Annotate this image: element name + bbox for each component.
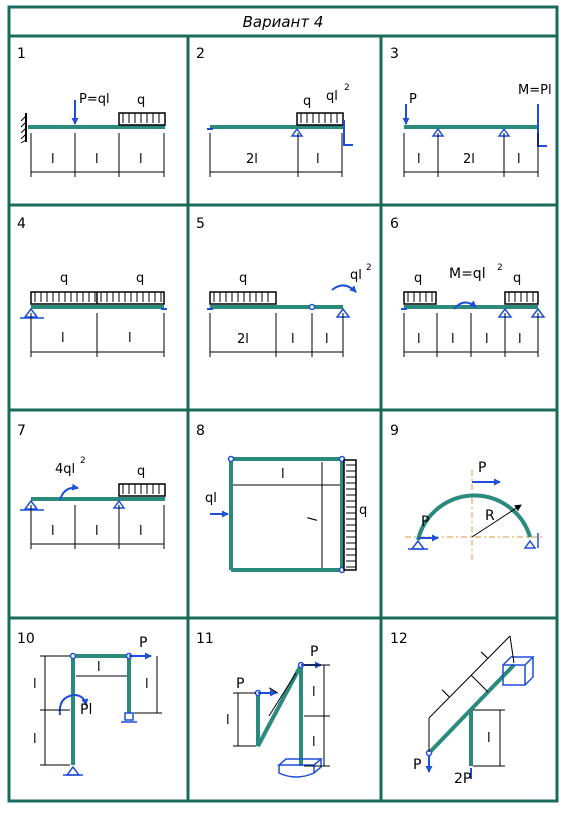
cell-3-diagram: P M=Pl l 2l l xyxy=(402,83,552,177)
cell-4-diagram: q q l l xyxy=(20,271,167,357)
cell-8-dim-v: l xyxy=(306,516,321,523)
cell-6-label-q1: q xyxy=(414,271,422,286)
cell-6-diagram: q M=ql 2 q l l l l xyxy=(401,263,546,357)
cell-number-11: 11 xyxy=(196,631,214,647)
cell-number-3: 3 xyxy=(390,46,399,62)
cell-2-label-moment: ql xyxy=(326,89,338,104)
cell-10-dim-right: l xyxy=(145,677,149,692)
cell-4-dim-2: l xyxy=(128,331,132,346)
cell-6-dim-4: l xyxy=(518,332,522,347)
cell-7-dim-2: l xyxy=(95,524,99,539)
cell-12-diagram: P 2P l l l xyxy=(413,635,535,787)
cell-9-diagram: R P P xyxy=(405,460,545,560)
cell-8-dim-h: l xyxy=(281,467,285,482)
cell-7-label-q: q xyxy=(137,464,145,479)
sheet-title: Вариант 4 xyxy=(243,13,324,31)
cell-11-dim-right-1: l xyxy=(312,685,316,700)
cell-6-label-moment: M=ql xyxy=(449,266,486,282)
cell-11-dim-diag: l xyxy=(267,686,282,697)
cell-12-dim-diag-1: l xyxy=(440,688,453,701)
cell-number-12: 12 xyxy=(390,631,408,647)
cell-3-dim-3: l xyxy=(517,152,521,167)
cell-2-diagram: q ql 2 2l l xyxy=(207,83,353,177)
cell-6-dim-2: l xyxy=(451,332,455,347)
cell-3-label-p: P xyxy=(409,92,417,107)
cell-number-10: 10 xyxy=(17,631,35,647)
cell-6-dim-1: l xyxy=(417,332,421,347)
cell-1-label-p: P=ql xyxy=(79,92,110,107)
cell-8-label-force: ql xyxy=(205,491,217,506)
cell-12-label-2p: 2P xyxy=(454,771,471,787)
cell-number-8: 8 xyxy=(196,423,205,439)
cell-5-label-moment: ql xyxy=(350,268,362,283)
cell-3-dim-2: 2l xyxy=(463,152,475,167)
cell-7-dim-3: l xyxy=(139,524,143,539)
cell-2-label-q: q xyxy=(303,94,311,109)
cell-2-label-moment-exp: 2 xyxy=(344,83,350,93)
cell-6-label-q2: q xyxy=(513,271,521,286)
cell-8-diagram: ql q l l xyxy=(205,455,367,574)
cell-9-label-force-left: P xyxy=(421,514,429,530)
cell-5-diagram: q ql 2 2l l l xyxy=(207,263,372,357)
cell-1-dim-2: l xyxy=(95,152,99,167)
cell-7-label-moment-exp: 2 xyxy=(80,456,86,466)
cell-5-dim-1: 2l xyxy=(237,332,249,347)
cell-12-label-p: P xyxy=(413,757,421,773)
cell-11-diagram: P P l l l l xyxy=(226,644,330,778)
cell-4-dim-1: l xyxy=(61,331,65,346)
cell-5-label-q: q xyxy=(239,271,247,286)
cell-11-label-force-left: P xyxy=(236,676,244,692)
cell-7-label-moment: 4ql xyxy=(55,462,75,477)
cell-2-dim-1: 2l xyxy=(246,152,258,167)
cell-1-dim-3: l xyxy=(139,152,143,167)
cell-8-label-q: q xyxy=(359,503,367,518)
cell-9-label-force-top: P xyxy=(478,460,486,476)
cell-number-7: 7 xyxy=(17,423,26,439)
cell-2-dim-2: l xyxy=(316,152,320,167)
cell-9-label-radius: R xyxy=(485,508,495,524)
cell-6-dim-3: l xyxy=(485,332,489,347)
cell-number-1: 1 xyxy=(17,46,26,62)
cell-1-label-q: q xyxy=(137,93,145,108)
cell-number-2: 2 xyxy=(196,46,205,62)
cell-7-dim-1: l xyxy=(51,524,55,539)
cell-10-label-force: P xyxy=(139,635,147,651)
cell-10-label-moment: Pl xyxy=(80,702,92,718)
cell-1-diagram: P=ql q l l l xyxy=(20,92,166,177)
cell-5-label-moment-exp: 2 xyxy=(366,263,372,273)
cell-number-9: 9 xyxy=(390,423,399,439)
cell-7-diagram: 4ql 2 q l l l xyxy=(20,456,166,549)
cell-10-diagram: P Pl l l l l xyxy=(33,635,162,776)
cell-11-dim-right-2: l xyxy=(312,735,316,750)
cell-number-5: 5 xyxy=(196,216,205,232)
cell-10-dim-left-1: l xyxy=(33,677,37,692)
cell-5-dim-2: l xyxy=(291,332,295,347)
cell-number-6: 6 xyxy=(390,216,399,232)
cell-11-label-force-right: P xyxy=(310,644,318,660)
cell-5-dim-3: l xyxy=(325,332,329,347)
cell-11-dim-left: l xyxy=(226,713,230,728)
cell-3-label-moment: M=Pl xyxy=(518,83,552,98)
cell-10-dim-top: l xyxy=(97,660,101,675)
cell-10-dim-left-2: l xyxy=(33,732,37,747)
cell-4-label-q2: q xyxy=(136,271,144,286)
cell-4-label-q1: q xyxy=(60,271,68,286)
cell-3-dim-1: l xyxy=(417,152,421,167)
cell-1-dim-1: l xyxy=(51,152,55,167)
cell-12-dim-vert: l xyxy=(487,731,491,746)
cell-number-4: 4 xyxy=(17,216,26,232)
cell-6-label-moment-exp: 2 xyxy=(497,263,503,273)
grid-frame xyxy=(7,5,559,803)
